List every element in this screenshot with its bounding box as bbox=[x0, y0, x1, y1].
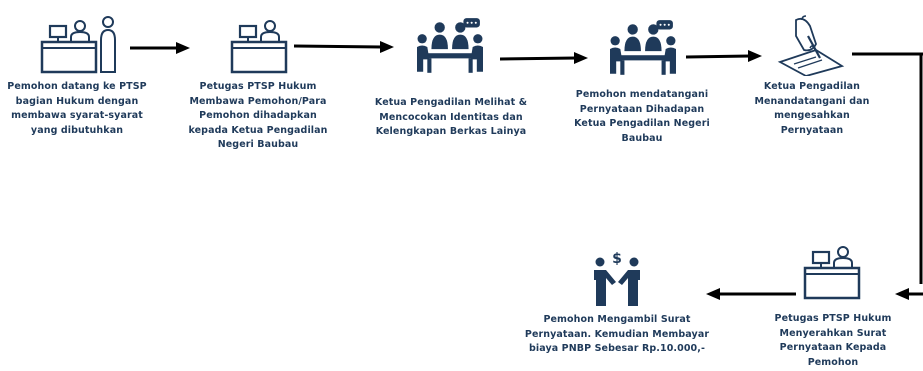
meeting-table-icon bbox=[417, 18, 483, 73]
arrow-4-5 bbox=[686, 50, 762, 62]
service-desk-officer-icon bbox=[230, 19, 288, 74]
arrow-6-7 bbox=[706, 288, 796, 300]
step-5-label: Ketua Pengadilan Menandatangani dan meng… bbox=[754, 81, 870, 136]
step-4-label: Pemohon mendatangani Pernyataan Dihadapa… bbox=[574, 89, 710, 144]
signing-document-icon bbox=[777, 15, 845, 76]
arrow-5-6-connector bbox=[852, 52, 923, 284]
meeting-table-icon bbox=[610, 20, 676, 75]
step-3-label: Ketua Pengadilan Melihat & Mencocokan Id… bbox=[374, 97, 528, 137]
step-1-label: Pemohon datang ke PTSP bagian Hukum deng… bbox=[7, 81, 147, 136]
arrow-3-4 bbox=[500, 52, 588, 64]
svg-text:$: $ bbox=[612, 251, 622, 267]
arrow-into-step-6 bbox=[895, 288, 923, 300]
handshake-payment-icon: $ bbox=[594, 251, 640, 306]
arrow-2-3 bbox=[294, 41, 394, 53]
step-6-label: Petugas PTSP Hukum Menyerahkan Surat Per… bbox=[774, 313, 892, 368]
step-7-label: Pemohon Mengambil Surat Pernyataan. Kemu… bbox=[524, 314, 710, 354]
service-desk-with-visitor-icon bbox=[40, 16, 116, 74]
step-2-label: Petugas PTSP Hukum Membawa Pemohon/Para … bbox=[188, 81, 328, 150]
service-desk-officer-icon bbox=[803, 245, 861, 300]
arrow-1-2 bbox=[130, 42, 190, 54]
